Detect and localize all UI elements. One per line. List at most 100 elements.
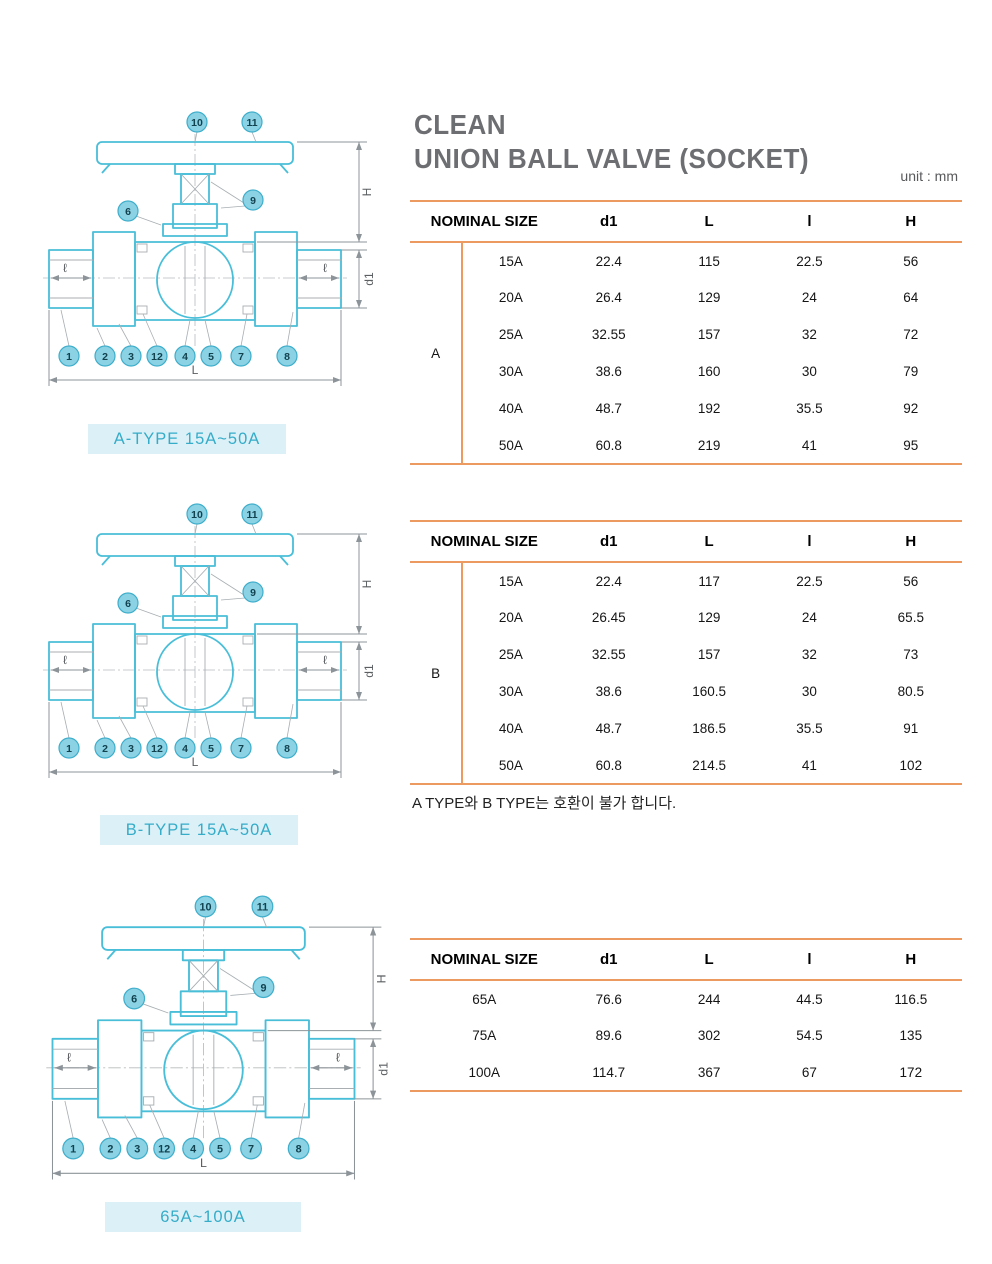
callout-4: [182, 1137, 205, 1160]
title-line-1: CLEAN: [414, 109, 507, 140]
callout-4-label: 4: [182, 743, 188, 755]
callout-11-label: 11: [257, 902, 268, 914]
detail-lines: [49, 173, 341, 315]
cell: 15A: [498, 573, 523, 589]
callout-3: [120, 737, 142, 759]
cell: 72: [903, 327, 919, 342]
callout-1-label: 1: [70, 1144, 76, 1156]
cell: 44.5: [796, 991, 823, 1007]
valve-drawing-large: H d1 ℓ ℓ L 1 2 3 12 4 5: [46, 895, 391, 1180]
valve-drawing-a: H d1 ℓ ℓ L 1 2 3 12 4 5: [43, 111, 376, 386]
cell: 129: [697, 610, 721, 625]
valve-outline: [48, 141, 342, 327]
callout-2: [99, 1137, 122, 1160]
header-row: NOMINAL SIZE d1 L l H: [410, 938, 962, 981]
cell: 35.5: [796, 401, 823, 416]
callout-11: [251, 895, 274, 918]
cell: 135: [899, 1028, 923, 1043]
callout-3-label: 3: [128, 743, 134, 755]
callout-1: [58, 345, 80, 367]
callout-7-label: 7: [238, 351, 244, 363]
header-row: NOMINAL SIZE d1 L l H: [410, 520, 962, 563]
col-header-H: H: [859, 200, 962, 243]
col-header-nominal-size: NOMINAL SIZE: [410, 200, 559, 243]
page-title: CLEAN UNION BALL VALVE (SOCKET): [414, 108, 809, 176]
callouts: 1 2 3 12 4 5 7 8 6 9 10 11: [58, 111, 298, 367]
cell: 102: [859, 747, 962, 785]
dim-label-h: H: [360, 188, 374, 197]
table-row: 100A 114.7 367 67 172: [410, 1054, 962, 1092]
callout-8: [276, 345, 298, 367]
cell: 30: [801, 364, 817, 379]
callout-leaders: [60, 131, 294, 347]
cell: 73: [903, 647, 919, 662]
cell: 54.5: [796, 1028, 823, 1043]
cell: 91: [903, 721, 919, 736]
col-header-d1: d1: [558, 938, 659, 981]
callout-2-label: 2: [102, 351, 108, 363]
callout-9-label: 9: [260, 982, 266, 994]
centerlines: [43, 114, 347, 346]
callout-2: [94, 345, 116, 367]
cell: 24: [801, 290, 817, 305]
table-row: 50A 60.8 214.5 41 102: [410, 747, 962, 785]
valve-diagram-large: H d1 ℓ ℓ L 1 2 3 12 4 5: [38, 892, 391, 1194]
cell: 40A: [498, 401, 523, 416]
centerlines: [43, 506, 347, 738]
table-row: 30A 38.6 160.5 30 80.5: [410, 673, 962, 710]
callout-3: [120, 345, 142, 367]
callout-leaders: [60, 523, 294, 739]
callout-10: [186, 503, 208, 525]
callout-8: [276, 737, 298, 759]
cell: 76.6: [595, 991, 622, 1007]
cell: 30A: [498, 684, 523, 699]
group-label: A: [410, 242, 464, 465]
diagram-label-large: 65A~100A: [105, 1202, 301, 1232]
spec-table-b: NOMINAL SIZE d1 L l H B 15A 22.4 117 22.…: [410, 520, 962, 785]
cell: 25A: [498, 647, 523, 662]
table-row: 40A 48.7 192 35.5 92: [410, 390, 962, 427]
callout-7: [230, 737, 252, 759]
callout-3-label: 3: [134, 1144, 140, 1156]
dimension-lines: [51, 926, 382, 1180]
dimension-labels: H d1 ℓ ℓ L: [67, 974, 391, 1170]
cell: 116.5: [894, 991, 928, 1007]
cell: 160.5: [692, 684, 726, 699]
table-row: 30A 38.6 160 30 79: [410, 353, 962, 390]
cell: 157: [697, 327, 721, 342]
cell: 172: [859, 1054, 962, 1092]
callout-4-label: 4: [190, 1144, 196, 1156]
cell: 60.8: [558, 747, 659, 785]
callouts: 1 2 3 12 4 5 7 8 6 9 10 11: [58, 503, 298, 759]
col-header-H: H: [859, 938, 962, 981]
callout-2: [94, 737, 116, 759]
cell: 30: [801, 684, 817, 699]
table-row: 25A 32.55 157 32 73: [410, 636, 962, 673]
dim-label-l-left: ℓ: [63, 261, 67, 275]
callout-4: [174, 345, 196, 367]
cell: 67: [759, 1054, 860, 1092]
callout-9: [242, 189, 264, 211]
callout-11-label: 11: [246, 509, 257, 521]
cell: 192: [697, 401, 721, 416]
cell: 60.8: [558, 427, 659, 465]
callout-8-label: 8: [296, 1144, 302, 1156]
col-header-d1: d1: [558, 200, 659, 243]
callout-9-label: 9: [250, 195, 256, 207]
callout-12-label: 12: [151, 351, 163, 363]
callout-12: [146, 737, 168, 759]
cell: 75A: [472, 1028, 497, 1043]
cell: 65.5: [897, 610, 924, 625]
callout-6: [117, 200, 139, 222]
table-row: 20A 26.4 129 24 64: [410, 279, 962, 316]
callout-6-label: 6: [125, 206, 131, 218]
col-header-L: L: [658, 938, 760, 981]
table-row: 65A 76.6 244 44.5 116.5: [410, 980, 962, 1017]
callout-6: [117, 592, 139, 614]
callout-leaders: [64, 916, 306, 1139]
cell: 117: [698, 573, 720, 589]
centerlines: [46, 898, 361, 1139]
col-header-l: l: [759, 520, 860, 563]
cell: 115: [698, 253, 720, 269]
